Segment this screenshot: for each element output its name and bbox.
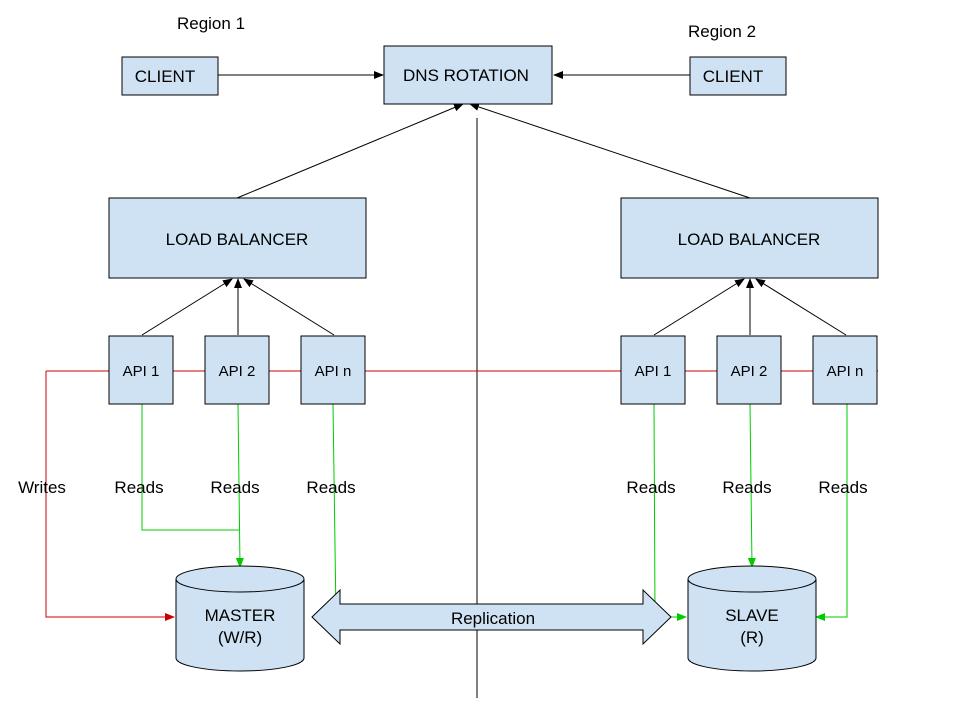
slave-label-line1: SLAVE bbox=[725, 606, 779, 625]
region-2-label: Region 2 bbox=[688, 22, 756, 41]
api-node-region-1: API 1 bbox=[108, 335, 174, 405]
reads-path-api2-left bbox=[235, 403, 244, 568]
master-label-line2: (W/R) bbox=[218, 628, 262, 647]
api-node-label: API 1 bbox=[635, 363, 672, 380]
dns-rotation-node: DNS ROTATION bbox=[383, 45, 553, 105]
api-node-region-1: API 2 bbox=[204, 335, 270, 405]
edge-apin-left-to-lb bbox=[243, 278, 335, 336]
reads-label: Reads bbox=[306, 478, 355, 497]
api-node-region-1: API n bbox=[300, 335, 366, 405]
reads-label: Reads bbox=[114, 478, 163, 497]
api-node-region-2: API 1 bbox=[620, 335, 686, 405]
reads-path-api1-left bbox=[141, 404, 240, 531]
client-node-region-2-label: CLIENT bbox=[703, 67, 763, 86]
region-1-label: Region 1 bbox=[177, 14, 245, 33]
edge-lb-right-to-dns bbox=[469, 103, 751, 199]
reads-label: Reads bbox=[818, 478, 867, 497]
reads-path-api1-right bbox=[653, 403, 687, 621]
api-node-label: API n bbox=[315, 363, 352, 380]
load-balancer-region-1: LOAD BALANCER bbox=[108, 197, 367, 279]
slave-label-line2: (R) bbox=[740, 628, 764, 647]
load-balancer-region-2: LOAD BALANCER bbox=[620, 197, 879, 279]
reads-path-api2-right bbox=[747, 403, 756, 568]
client-node-region-1-label: CLIENT bbox=[135, 67, 195, 86]
api-node-region-2: API n bbox=[812, 335, 878, 405]
edge-apin-right-to-lb bbox=[755, 278, 847, 336]
dns-rotation-label: DNS ROTATION bbox=[403, 66, 529, 85]
api-node-label: API 2 bbox=[219, 363, 256, 380]
client-node-region-2: CLIENT bbox=[689, 56, 787, 96]
api-node-label: API 2 bbox=[731, 363, 768, 380]
reads-path-apin-left bbox=[311, 403, 337, 621]
reads-label: Reads bbox=[722, 478, 771, 497]
edge-lb-left-to-dns bbox=[236, 103, 464, 199]
reads-label: Reads bbox=[626, 478, 675, 497]
reads-label: Reads bbox=[210, 478, 259, 497]
master-database-cylinder: MASTER (W/R) bbox=[175, 565, 305, 672]
api-node-label: API 1 bbox=[123, 363, 160, 380]
edge-api1-left-to-lb bbox=[141, 278, 233, 336]
writes-line-to-master bbox=[45, 371, 175, 621]
load-balancer-region-1-label: LOAD BALANCER bbox=[166, 230, 309, 249]
slave-database-cylinder: SLAVE (R) bbox=[687, 565, 817, 672]
api-node-region-2: API 2 bbox=[716, 335, 782, 405]
replication-label: Replication bbox=[451, 609, 535, 628]
reads-path-apin-right bbox=[815, 404, 848, 621]
master-label-line1: MASTER bbox=[205, 606, 276, 625]
edge-api1-right-to-lb bbox=[653, 278, 745, 336]
writes-label: Writes bbox=[18, 478, 66, 497]
replication-arrow: Replication bbox=[311, 588, 672, 646]
client-node-region-1: CLIENT bbox=[121, 56, 219, 96]
api-node-label: API n bbox=[827, 363, 864, 380]
load-balancer-region-2-label: LOAD BALANCER bbox=[678, 230, 821, 249]
